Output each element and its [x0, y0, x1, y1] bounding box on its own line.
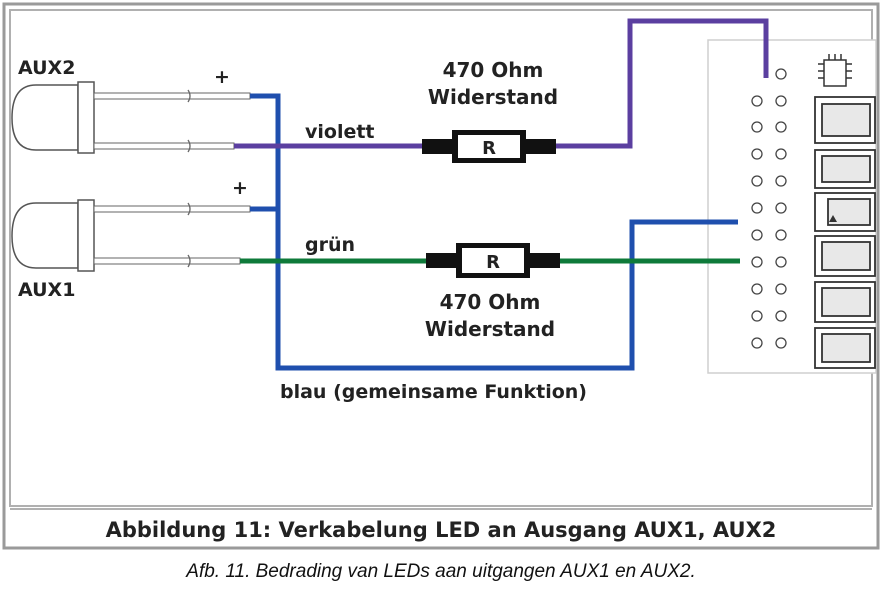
label-plus-aux2: +: [214, 66, 230, 88]
resistor-bottom: R: [426, 243, 560, 278]
led-aux1-leg-plus: [93, 205, 251, 213]
led-aux1-leg-minus: [93, 257, 241, 265]
component-mark: [829, 215, 837, 222]
led-aux2-leg-plus: [93, 92, 251, 100]
led-aux2-leg-minus: [93, 142, 235, 150]
chip-icon: [818, 54, 852, 87]
label-violet: violett: [305, 121, 375, 143]
decoder-board: [707, 39, 877, 374]
figure-caption: Abbildung 11: Verkabelung LED an Ausgang…: [106, 518, 777, 542]
label-plus-aux1: +: [232, 177, 248, 199]
led-aux2-leg-kink: [187, 89, 191, 153]
label-aux1: AUX1: [18, 279, 75, 301]
label-resistor-top-type: Widerstand: [428, 85, 558, 109]
solder-pads: [751, 68, 787, 349]
led-aux2-rim: [77, 81, 95, 154]
label-resistor-top-value: 470 Ohm: [443, 58, 544, 82]
wire-violet-decoder: [553, 18, 769, 149]
label-blue: blau (gemeinsame Funktion): [280, 381, 587, 403]
led-aux1-leg-kink: [187, 202, 191, 268]
figure-subcaption: Afb. 11. Bedrading van LEDs aan uitgange…: [185, 561, 695, 582]
resistor-bottom-symbol: R: [486, 252, 500, 273]
label-green: grün: [305, 234, 355, 256]
led-aux2-body: [11, 84, 79, 151]
label-resistor-bottom-type: Widerstand: [425, 317, 555, 341]
resistor-top-symbol: R: [482, 138, 496, 159]
led-aux1-rim: [77, 199, 95, 272]
wire-blue-common: [250, 93, 738, 371]
label-aux2: AUX2: [18, 57, 75, 79]
led-aux1-body: [11, 202, 79, 269]
board-components: [814, 96, 876, 369]
resistor-top: R: [422, 130, 556, 163]
label-resistor-bottom-value: 470 Ohm: [440, 290, 541, 314]
led-aux1: [11, 199, 251, 272]
